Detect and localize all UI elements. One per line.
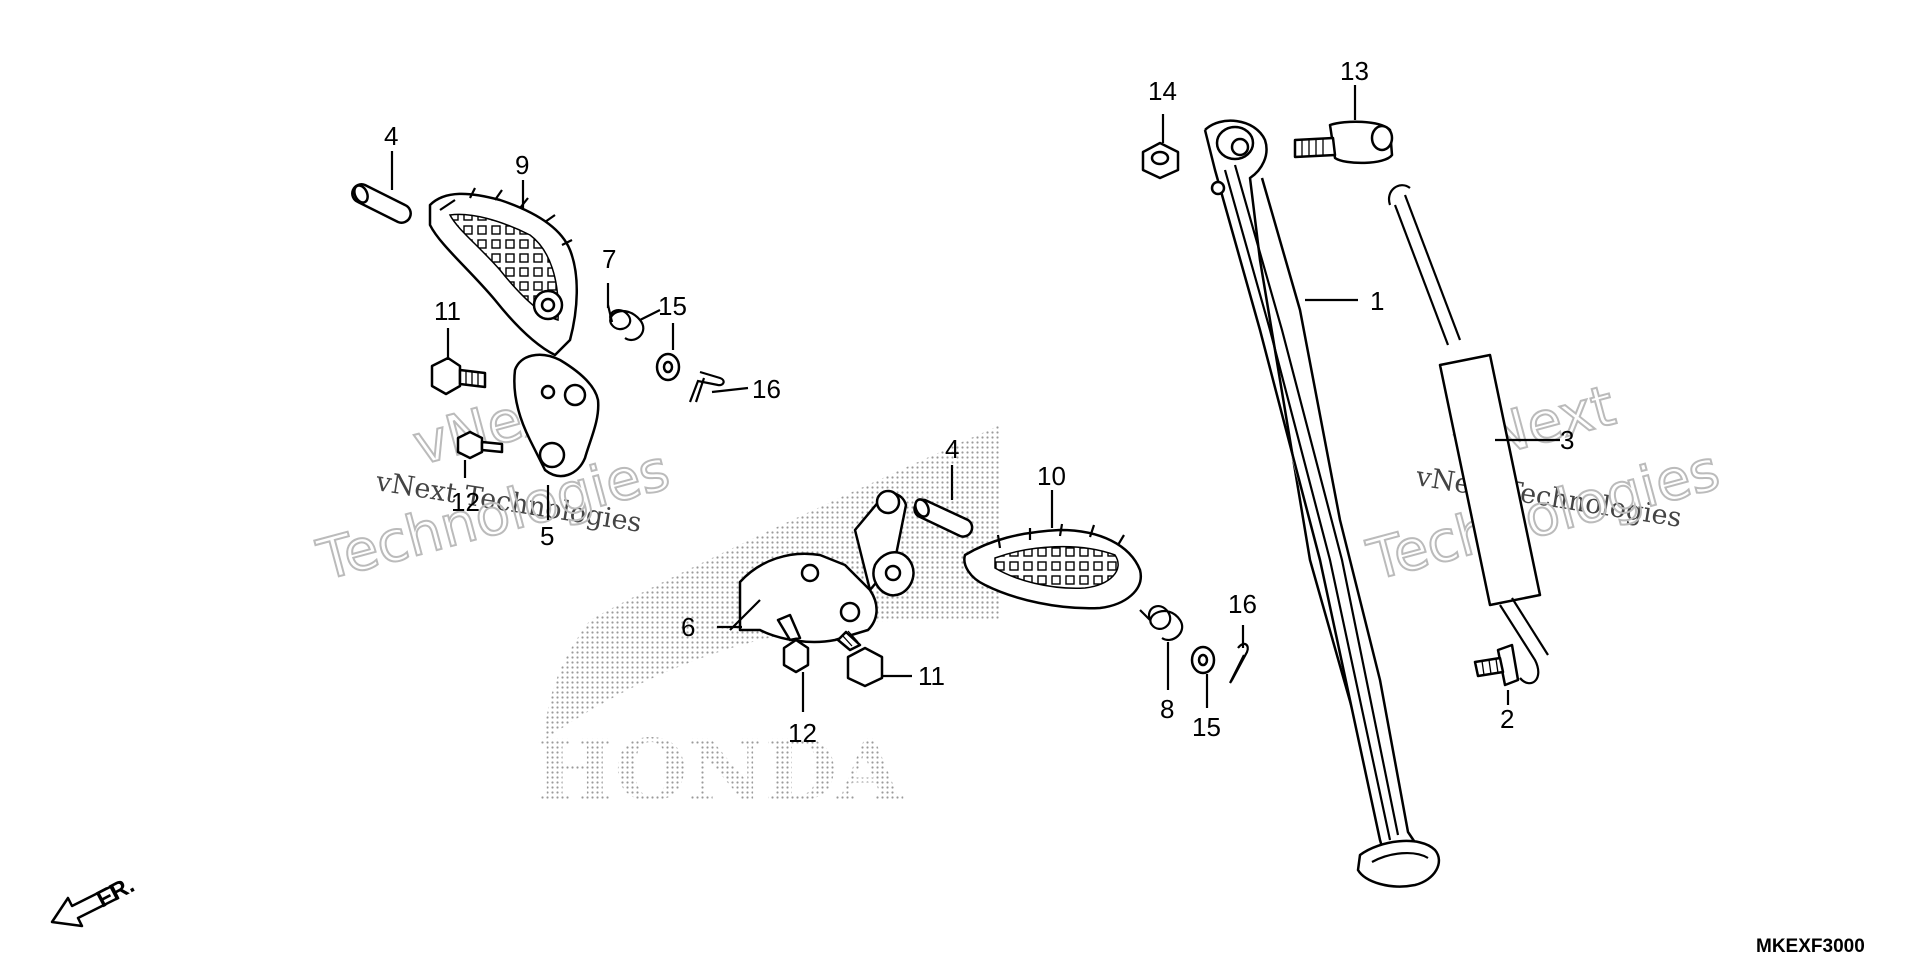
callout-7: 7 <box>602 244 616 274</box>
part-nut-left-12 <box>456 430 504 460</box>
callout-3: 3 <box>1560 425 1574 455</box>
part-spring-3 <box>1387 184 1549 685</box>
callout-15-left: 15 <box>658 291 687 321</box>
leader-lines <box>390 85 1560 712</box>
part-bolt-center-11 <box>836 630 884 688</box>
part-nut-14 <box>1141 141 1180 180</box>
callout-16-center: 16 <box>1228 589 1257 619</box>
part-bolt-left-11 <box>430 356 487 396</box>
front-arrow-icon <box>50 884 120 928</box>
callout-8: 8 <box>1160 694 1174 724</box>
part-bolt-13 <box>1293 120 1394 165</box>
part-cotter-pin-left <box>688 370 725 403</box>
callout-15-center: 15 <box>1192 712 1221 742</box>
part-step-center <box>963 523 1143 610</box>
callout-4-left: 4 <box>384 121 398 151</box>
callout-12-center: 12 <box>788 718 817 748</box>
callout-11-left: 11 <box>434 296 461 326</box>
part-pin-center <box>913 498 974 538</box>
honda-wordmark: HONDA <box>535 721 904 820</box>
front-direction-indicator: FR. <box>50 871 139 928</box>
part-spring-left <box>606 304 661 341</box>
part-side-stand <box>1203 119 1441 888</box>
callout-16-left: 16 <box>752 374 781 404</box>
part-bolt-2 <box>1473 643 1520 687</box>
callout-14: 14 <box>1148 76 1177 106</box>
callout-12-left: 12 <box>451 487 480 517</box>
part-washer-left <box>655 352 681 382</box>
callout-5: 5 <box>540 521 554 551</box>
part-bracket-center <box>729 489 915 644</box>
drawing-code: MKEXF3000 <box>1756 936 1865 957</box>
callout-2: 2 <box>1500 704 1514 734</box>
callout-6: 6 <box>681 612 695 642</box>
callout-10: 10 <box>1037 461 1066 491</box>
part-bolt-center-12 <box>776 613 810 674</box>
watermark-left: vNext Technologies vNext Technologies <box>310 372 677 594</box>
part-pin-left <box>351 183 412 224</box>
part-spring-center <box>1139 605 1184 641</box>
part-cotter-pin-center <box>1229 642 1249 684</box>
callout-11-center: 11 <box>918 661 945 691</box>
part-bracket-left <box>513 353 600 478</box>
callout-4-center: 4 <box>945 434 959 464</box>
callout-13: 13 <box>1340 56 1369 86</box>
part-step-left <box>428 187 578 357</box>
watermark-right: vNext Technologies vNext Technologies <box>1360 372 1727 594</box>
callout-1: 1 <box>1370 286 1384 316</box>
callout-9: 9 <box>515 150 529 180</box>
callout-labels: 1 2 3 4 4 5 6 7 8 9 10 11 11 12 12 13 14… <box>384 56 1574 748</box>
part-washer-center <box>1190 645 1216 675</box>
